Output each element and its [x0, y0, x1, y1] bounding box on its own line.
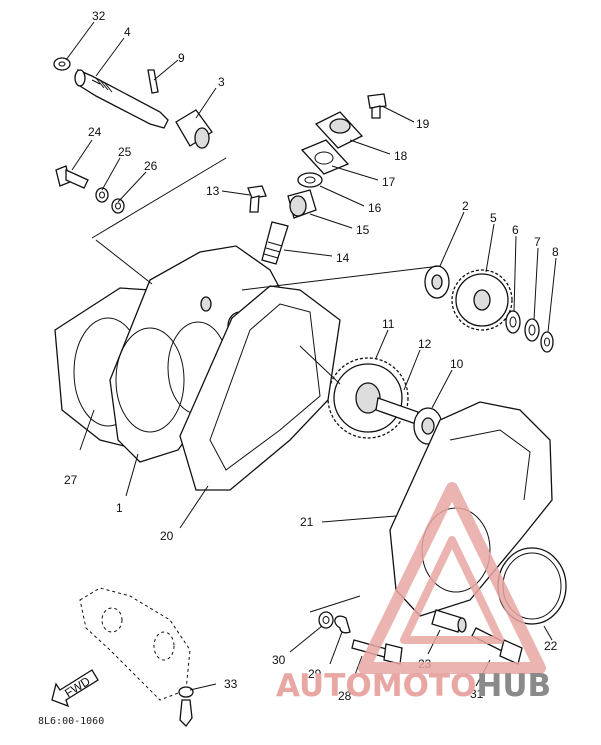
label-20: 20 — [160, 529, 174, 543]
washer-7 — [524, 318, 540, 342]
dowel-23 — [431, 609, 467, 633]
worm-gear-14 — [261, 221, 289, 265]
label-28: 28 — [338, 689, 352, 703]
label-14: 14 — [336, 251, 350, 265]
washer-6 — [505, 310, 521, 334]
label-25: 25 — [118, 145, 132, 159]
collar-3 — [175, 109, 213, 149]
label-11: 11 — [382, 317, 395, 331]
label-9: 9 — [178, 51, 185, 65]
label-6: 6 — [512, 223, 519, 237]
bolt-24 — [55, 165, 89, 189]
label-17: 17 — [382, 175, 396, 189]
label-7: 7 — [534, 235, 541, 249]
label-10: 10 — [450, 357, 464, 371]
label-18: 18 — [394, 149, 408, 163]
washer-25 — [95, 187, 109, 203]
fwd-arrow: FWD — [51, 669, 99, 708]
sprocket-5 — [451, 269, 513, 331]
label-5: 5 — [490, 211, 497, 225]
label-31: 31 — [470, 687, 484, 701]
label-22: 22 — [544, 639, 558, 653]
label-12: 12 — [418, 337, 432, 351]
fitting-33 — [178, 686, 194, 727]
label-3: 3 — [218, 75, 225, 89]
washer-30 — [318, 611, 334, 629]
bushing-15 — [287, 189, 317, 219]
watermark-logo — [358, 482, 546, 674]
shaft-4 — [74, 68, 169, 129]
label-32: 32 — [92, 9, 106, 23]
leader-lines — [65, 21, 557, 691]
label-21: 21 — [300, 515, 314, 529]
washer-8 — [540, 331, 554, 353]
screw-19 — [367, 93, 387, 119]
label-24: 24 — [88, 125, 102, 139]
gasket-17 — [300, 139, 350, 175]
watermark-text: AUTOMOTOHUB — [276, 668, 551, 704]
watermark-part-auto: AUTO — [276, 668, 372, 704]
label-30: 30 — [272, 653, 286, 667]
gasket-20 — [179, 285, 341, 491]
label-8: 8 — [552, 245, 559, 259]
watermark-part-moto: MOTO — [372, 668, 477, 704]
watermark-part-hub: HUB — [476, 668, 551, 704]
plate-18 — [314, 111, 364, 149]
label-33: 33 — [224, 677, 238, 691]
screw-13 — [247, 185, 267, 213]
label-2: 2 — [462, 199, 469, 213]
label-13: 13 — [206, 184, 220, 198]
pin-9 — [147, 69, 159, 94]
gear-11 — [327, 357, 409, 439]
label-1: 1 — [116, 501, 123, 515]
washer-32 — [53, 57, 71, 71]
washer-26 — [111, 198, 125, 214]
label-26: 26 — [144, 159, 158, 173]
clip-29 — [334, 615, 351, 634]
label-27: 27 — [64, 473, 78, 487]
label-16: 16 — [368, 201, 382, 215]
label-4: 4 — [124, 25, 131, 39]
label-19: 19 — [416, 117, 430, 131]
seal-16 — [297, 172, 323, 188]
label-15: 15 — [356, 223, 370, 237]
label-29: 29 — [308, 667, 322, 681]
drawing-code: 8L6:00-1060 — [38, 716, 104, 727]
bearing-2 — [424, 265, 450, 299]
subassembly-outline — [79, 587, 191, 701]
